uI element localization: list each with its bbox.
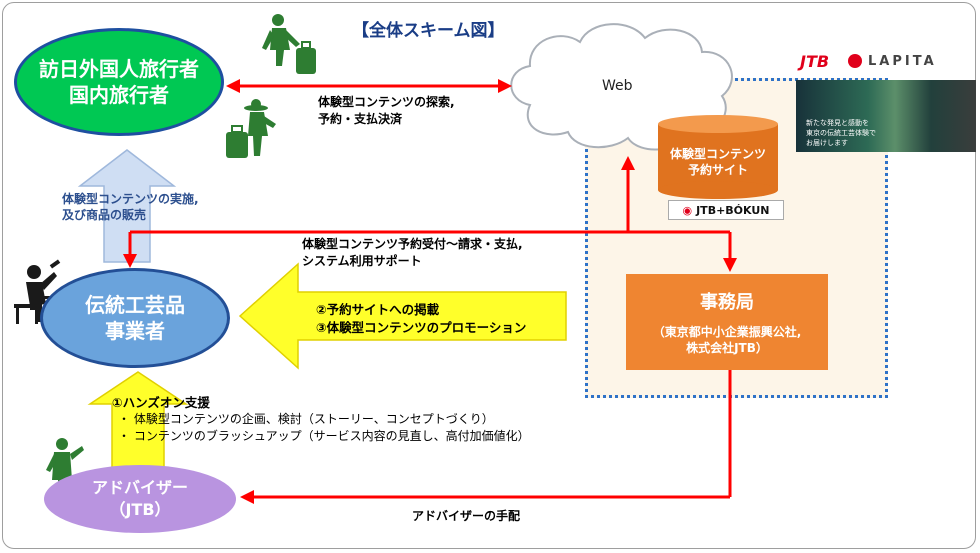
promo-photo-caption: 新たな発見と感動を 東京の伝統工芸体験で お届けします [806, 118, 876, 148]
promo-photo [796, 80, 976, 152]
node-advisor-line2: （JTB） [109, 500, 171, 519]
label-advisor-arrange: アドバイザーの手配 [412, 509, 521, 523]
label-implement: 体験型コンテンツの実施, 及び商品の販売 [62, 191, 199, 223]
label-implement-line1: 体験型コンテンツの実施, [62, 192, 199, 206]
node-travelers-line2: 国内旅行者 [69, 83, 169, 107]
label-listing-line2: ③体験型コンテンツのプロモーション [316, 320, 527, 335]
secretariat-line1: （東京都中小企業振興公社, [652, 325, 802, 339]
node-advisor-line1: アドバイザー [91, 478, 188, 497]
traveler-icon [262, 14, 316, 74]
label-implement-line2: 及び商品の販売 [62, 208, 147, 222]
jtb-bokun-logo: ◉ JTB+BÓKUN [668, 200, 784, 220]
secretariat-title: 事務局 [700, 292, 754, 313]
node-secretariat: 事務局 （東京都中小企業振興公社, 株式会社JTB） [626, 274, 828, 370]
caption-line2: 東京の伝統工芸体験で [806, 129, 876, 137]
label-explore-line1: 体験型コンテンツの探索, [318, 95, 455, 109]
node-travelers-line1: 訪日外国人旅行者 [39, 57, 199, 81]
arrow-reservation [123, 156, 737, 272]
node-craft-line2: 事業者 [105, 319, 165, 343]
craftsman-icon [14, 259, 62, 324]
database-cylinder-icon [658, 115, 778, 199]
label-listing: ②予約サイトへの掲載 ③体験型コンテンツのプロモーション [316, 301, 526, 337]
booking-site-line1: 体験型コンテンツ [669, 147, 766, 161]
label-reservation: 体験型コンテンツ予約受付～請求・支払, システム利用サポート [302, 236, 523, 270]
jtb-logo: JTB [800, 52, 830, 71]
secretariat-line2: 株式会社JTB） [686, 341, 768, 355]
label-handson-item2: ・ コンテンツのブラッシュアップ（サービス内容の見直し、高付加価値化） [118, 429, 530, 443]
arrow-advisor-arrange [240, 370, 732, 504]
label-handson-item1: ・ 体験型コンテンツの企画、検討（ストーリー、コンセプトづくり） [118, 412, 494, 426]
label-reservation-line2: システム利用サポート [302, 254, 422, 268]
label-listing-line1: ②予約サイトへの掲載 [316, 302, 440, 317]
arrow-listing [238, 262, 567, 370]
node-web: Web [602, 78, 633, 94]
arrow-travelers-web [226, 79, 512, 93]
label-handson: ①ハンズオン支援 ・ 体験型コンテンツの企画、検討（ストーリー、コンセプトづくり… [112, 394, 530, 445]
node-booking-site: 体験型コンテンツ 予約サイト [662, 146, 774, 178]
caption-line1: 新たな発見と感動を [806, 119, 869, 127]
jtb-bokun-text: JTB+BÓKUN [696, 203, 770, 217]
caption-line3: お届けします [806, 139, 848, 147]
lapita-mark-icon [848, 54, 862, 68]
lapita-logo: LAPITA [868, 54, 937, 69]
node-advisor: アドバイザー （JTB） [44, 465, 236, 533]
booking-site-line2: 予約サイト [687, 163, 748, 177]
arrow-handson [87, 371, 189, 469]
traveler-icon [226, 99, 276, 158]
arrow-implement [77, 149, 177, 263]
node-craft-line1: 伝統工芸品 [85, 293, 185, 317]
node-craft: 伝統工芸品 事業者 [40, 268, 230, 368]
label-explore: 体験型コンテンツの探索, 予約・支払決済 [318, 94, 455, 128]
label-explore-line2: 予約・支払決済 [318, 112, 403, 126]
label-reservation-line1: 体験型コンテンツ予約受付～請求・支払, [302, 237, 523, 251]
page-title: 【全体スキーム図】 [352, 21, 505, 41]
location-pin-icon: ◉ [682, 203, 693, 217]
node-travelers: 訪日外国人旅行者 国内旅行者 [14, 28, 224, 136]
label-handson-title: ①ハンズオン支援 [112, 395, 210, 410]
